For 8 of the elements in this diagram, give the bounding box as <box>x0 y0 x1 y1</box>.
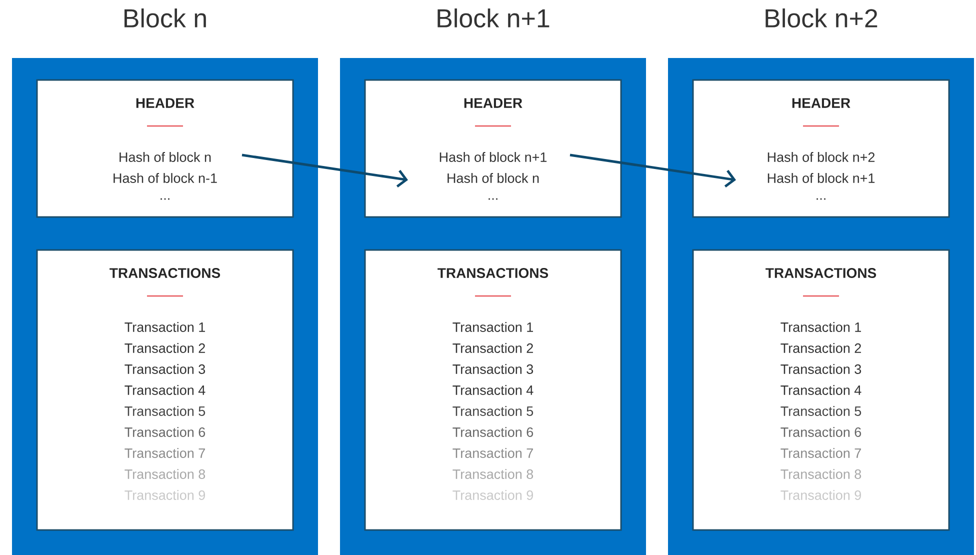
node-label: Block n+1 <box>438 8 550 28</box>
header-box: HEADER Hash of block n+1 Hash of block n ... <box>364 79 622 218</box>
node-label: Block n+2 <box>766 8 878 28</box>
header-box: HEADER Hash of block n+2 Hash of block n+1 ... <box>692 79 950 218</box>
arrow <box>570 154 736 188</box>
arrow <box>242 154 408 188</box>
header-box: HEADER Hash of block n Hash of block n-1 ... <box>36 79 294 218</box>
node-label: Block n <box>124 8 206 28</box>
